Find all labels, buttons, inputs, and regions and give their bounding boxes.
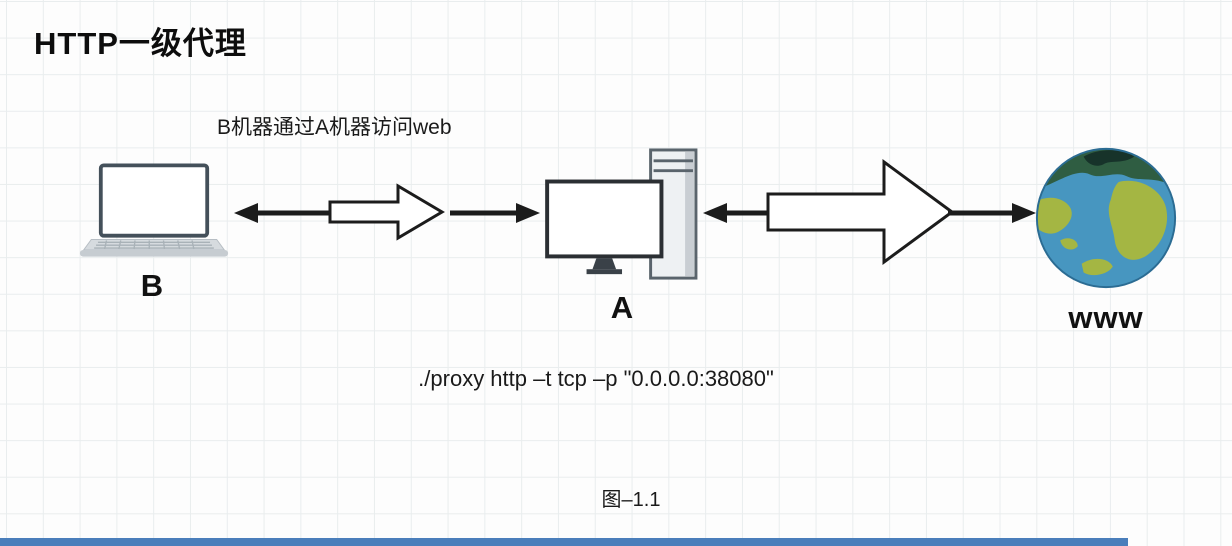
block-arrow-right-icon — [328, 181, 446, 243]
bottom-blue-bar — [0, 538, 1128, 546]
laptop-label: B — [140, 268, 164, 303]
flow-annotation: B机器通过A机器访问web — [217, 116, 452, 139]
arrow-left-icon — [703, 200, 771, 226]
figure-caption: 图–1.1 — [601, 489, 661, 511]
arrow-right-icon — [450, 200, 540, 226]
web-label: www — [1068, 300, 1144, 335]
block-arrow-right-icon — [766, 156, 958, 268]
arrow-right-icon — [948, 200, 1036, 226]
laptop-icon — [78, 162, 230, 260]
diagram-title: HTTP一级代理 — [34, 26, 247, 61]
arrow-left-icon — [234, 200, 330, 226]
globe-icon — [1033, 145, 1179, 291]
proxy-label: A — [610, 290, 634, 325]
desktop-computer-icon — [545, 148, 703, 284]
proxy-command: ./proxy http –t tcp –p "0.0.0.0:38080" — [418, 366, 774, 391]
